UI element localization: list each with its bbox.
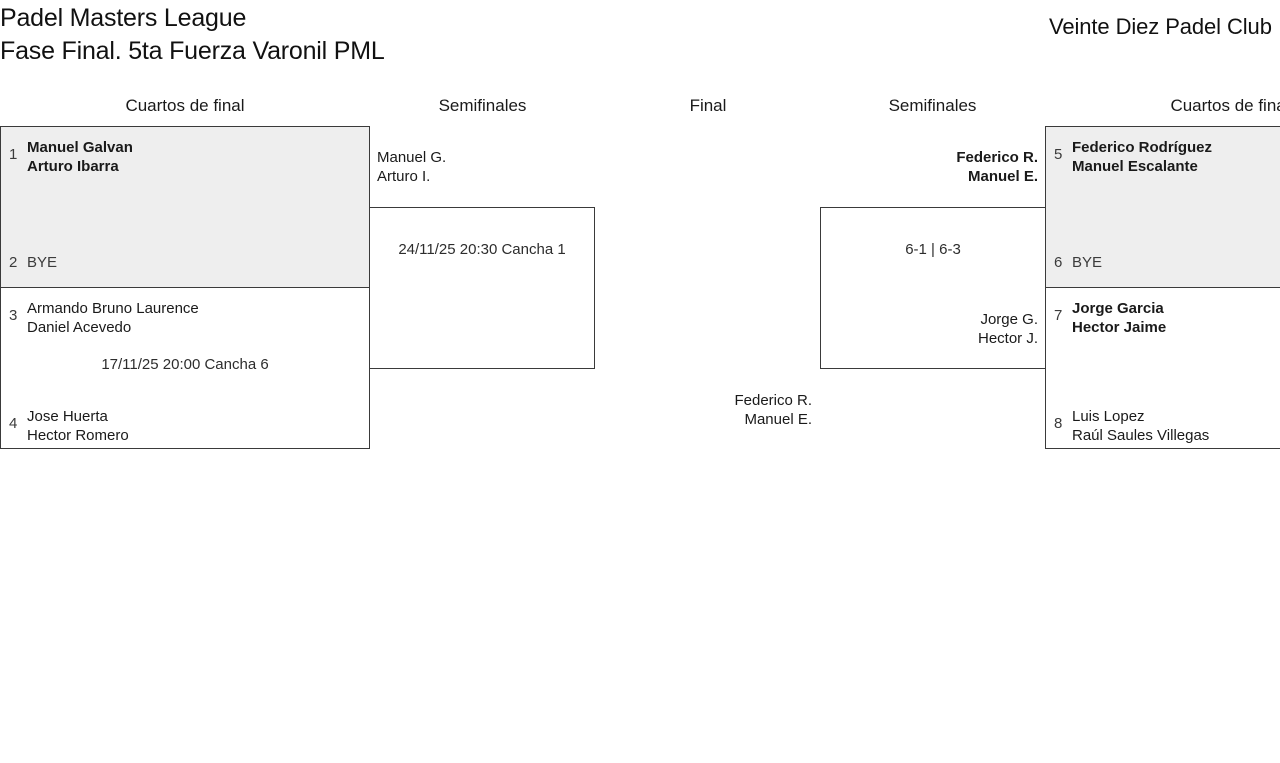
team-bottom: Luis Lopez Raúl Saules Villegas: [1072, 407, 1209, 445]
semifinal-right-opponent-team: Jorge G. Hector J.: [820, 310, 1038, 348]
seed-number: 4: [9, 415, 18, 432]
player-name: Luis Lopez: [1072, 408, 1145, 425]
tournament-title-line2: Fase Final. 5ta Fuerza Varonil PML: [0, 37, 385, 65]
player-name: Manuel G.: [377, 149, 447, 166]
player-name: Jose Huerta: [27, 408, 108, 425]
team-top: Manuel Galvan Arturo Ibarra: [27, 138, 133, 176]
seed-number: 1: [9, 146, 18, 163]
player-name: Federico Rodríguez: [1072, 139, 1213, 156]
player-name: Jorge Garcia: [1072, 300, 1164, 317]
tournament-title: Padel Masters League Fase Final. 5ta Fue…: [0, 2, 700, 68]
bye-label: BYE: [1072, 254, 1103, 271]
player-name: Manuel E.: [967, 168, 1038, 185]
round-header-final: Final: [689, 96, 727, 115]
final-advanced-team: Federico R. Manuel E.: [596, 391, 812, 429]
player-name: Federico R.: [734, 392, 812, 409]
match-box-semifinal-right[interactable]: [820, 207, 1046, 369]
match-box-qf1[interactable]: 1 Manuel Galvan Arturo Ibarra 2 BYE: [0, 126, 370, 288]
seed-number: 6: [1054, 254, 1063, 271]
match-schedule: 17/11/25 20:00 Cancha 6: [101, 356, 269, 373]
seed-number: 2: [9, 254, 18, 271]
round-header-semifinals-right: Semifinales: [888, 96, 977, 115]
match-box-semifinal-left[interactable]: [369, 207, 595, 369]
seed-number: 8: [1054, 415, 1063, 432]
round-header-quarterfinals-right: Cuartos de final: [1170, 96, 1280, 115]
player-name: Daniel Acevedo: [27, 319, 132, 336]
match-score: 7-6 | 3-6 | 6-3: [1046, 355, 1280, 374]
team-top: Jorge Garcia Hector Jaime: [1072, 299, 1166, 337]
semifinal-left-schedule: 24/11/25 20:30 Cancha 1: [398, 241, 566, 258]
team-top: Armando Bruno Laurence Daniel Acevedo: [27, 299, 199, 337]
semifinal-right-score: 6-1 | 6-3: [905, 241, 961, 258]
player-name: Arturo Ibarra: [27, 158, 119, 175]
player-name: Hector Romero: [27, 427, 129, 444]
player-name: Manuel E.: [744, 411, 812, 428]
match-box-qf4[interactable]: 7 Jorge Garcia Hector Jaime 8 Luis Lopez…: [1045, 287, 1280, 449]
match-box-qf3[interactable]: 5 Federico Rodríguez Manuel Escalante 6 …: [1045, 126, 1280, 288]
seed-number: 7: [1054, 307, 1063, 324]
semifinal-right-advanced-team: Federico R. Manuel E.: [820, 148, 1038, 186]
bye-label: BYE: [27, 254, 58, 271]
tournament-title-line1: Padel Masters League: [0, 4, 247, 32]
semifinal-left-advanced-team: Manuel G. Arturo I.: [377, 148, 446, 186]
player-name: Manuel Escalante: [1072, 158, 1198, 175]
player-name: Hector Jaime: [1072, 319, 1167, 336]
round-header-semifinals-left: Semifinales: [438, 96, 527, 115]
player-name: Arturo I.: [377, 168, 431, 185]
team-bottom: Jose Huerta Hector Romero: [27, 407, 129, 445]
round-header-quarterfinals-left: Cuartos de final: [125, 96, 245, 115]
player-name: Manuel Galvan: [27, 139, 133, 156]
player-name: Jorge G.: [980, 311, 1038, 328]
player-name: Raúl Saules Villegas: [1072, 427, 1210, 444]
player-name: Armando Bruno Laurence: [27, 300, 199, 317]
seed-number: 5: [1054, 146, 1063, 163]
match-box-qf2[interactable]: 3 Armando Bruno Laurence Daniel Acevedo …: [0, 287, 370, 449]
club-name: Veinte Diez Padel Club: [1049, 14, 1272, 39]
seed-number: 3: [9, 307, 18, 324]
team-top: Federico Rodríguez Manuel Escalante: [1072, 138, 1212, 176]
player-name: Hector J.: [977, 330, 1038, 347]
player-name: Federico R.: [956, 149, 1038, 166]
